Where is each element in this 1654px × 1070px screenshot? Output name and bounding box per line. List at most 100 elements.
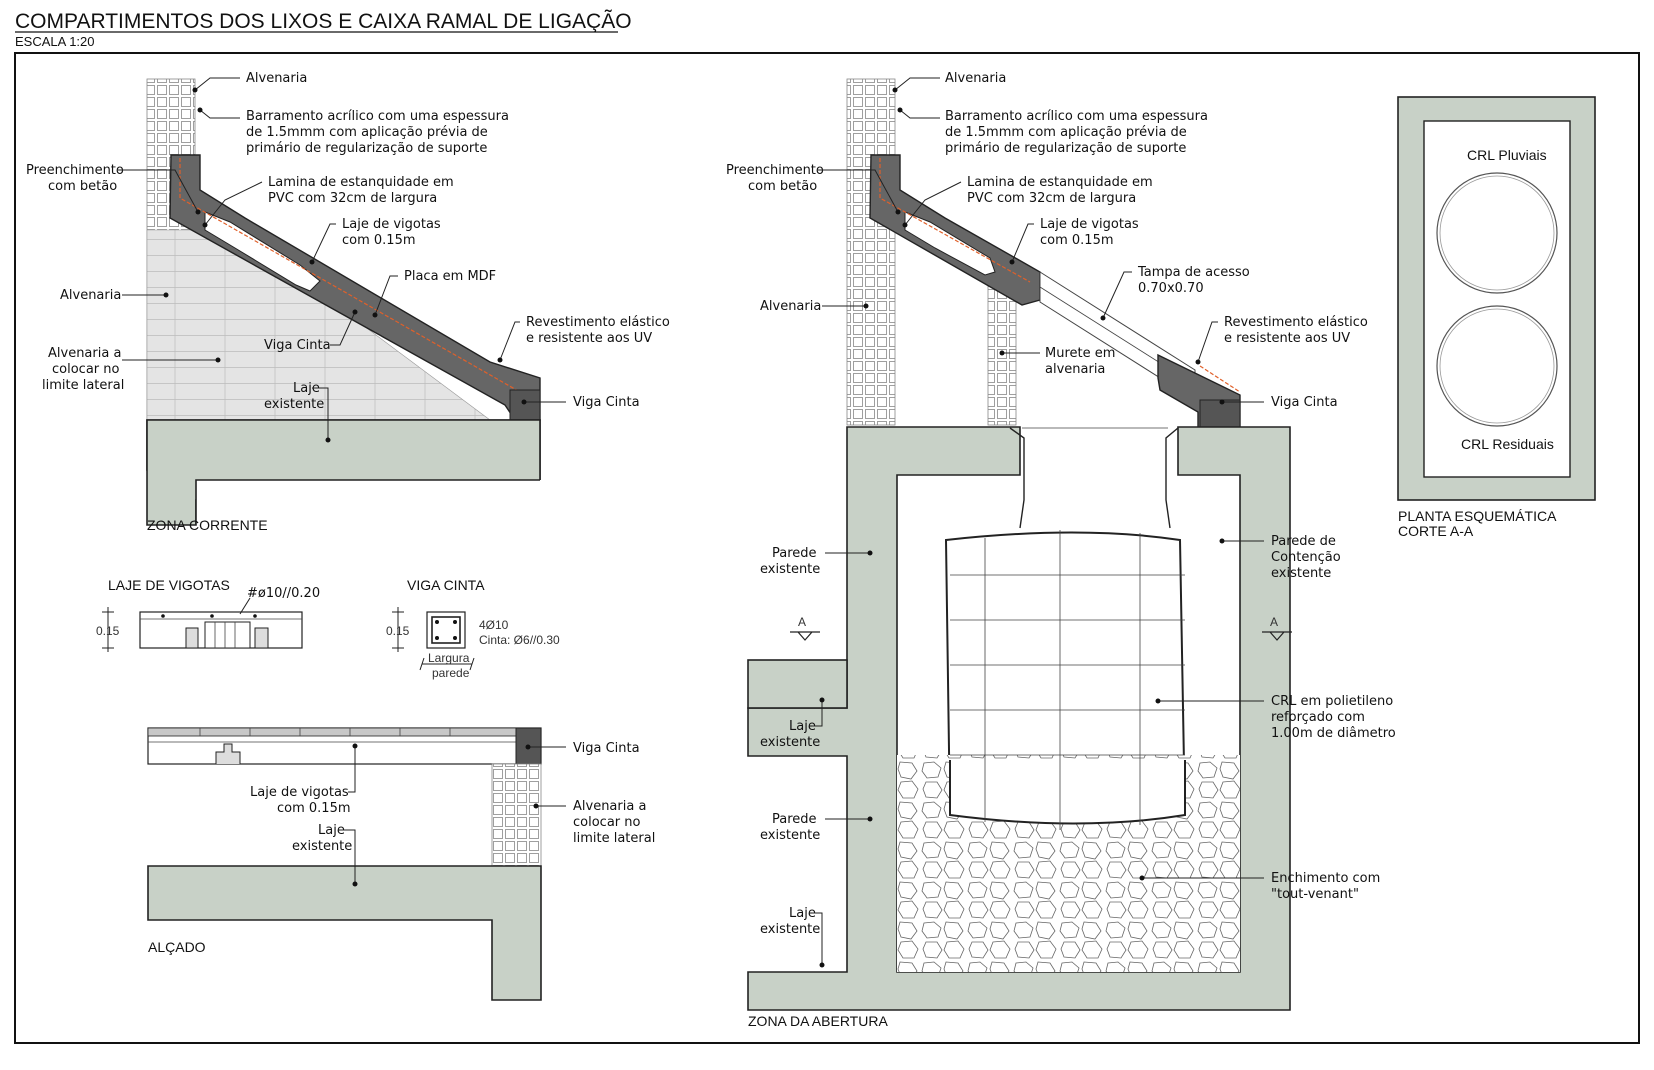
detail-viga-cinta: VIGA CINTA 4Ø10 Cinta: Ø6//0.30 0.15 Lar… bbox=[386, 577, 560, 680]
ring-beam-section bbox=[426, 611, 466, 649]
label-ab-barramento-3: primário de regularização de suporte bbox=[945, 141, 1186, 156]
label-alcado-viga-cinta: Viga Cinta bbox=[573, 741, 640, 756]
label-crl-2: reforçado com bbox=[1271, 710, 1365, 725]
dim-viga-cinta: 0.15 bbox=[386, 624, 410, 638]
label-parede-existente-1a: Parede bbox=[772, 546, 817, 561]
label-ab-laje-vigotas-1: Laje de vigotas bbox=[1040, 217, 1139, 232]
dim-laje-vigotas: 0.15 bbox=[96, 624, 120, 638]
section-mark-left: A bbox=[798, 615, 806, 629]
label-barramento-3: primário de regularização de suporte bbox=[246, 141, 487, 156]
label-revestimento-2: e resistente aos UV bbox=[526, 331, 652, 346]
tank-neck bbox=[1009, 427, 1179, 529]
existing-slab-side bbox=[747, 659, 848, 709]
sheet-border bbox=[14, 52, 1640, 1044]
label-revestimento-1: Revestimento elástico bbox=[526, 315, 670, 330]
label-ab-barramento-1: Barramento acrílico com uma espessura bbox=[945, 109, 1208, 124]
label-ab-revestimento-2: e resistente aos UV bbox=[1224, 331, 1350, 346]
label-alcado-laje-vigotas-1: Laje de vigotas bbox=[250, 785, 349, 800]
label-ab-laje-existente-1b: existente bbox=[760, 735, 820, 750]
label-barramento-2: de 1.5mmm com aplicação prévia de bbox=[246, 125, 488, 140]
opening-masonry-wall bbox=[846, 78, 896, 426]
label-alvenaria-lateral-3: limite lateral bbox=[42, 378, 124, 393]
label-rebar-laje: #ø10//0.20 bbox=[247, 586, 320, 601]
crl-residuais-circle bbox=[1436, 305, 1558, 427]
label-alvenaria-top: Alvenaria bbox=[246, 71, 307, 86]
label-laje-existente-1: Laje bbox=[293, 381, 320, 396]
label-laje-vigotas-1: Laje de vigotas bbox=[342, 217, 441, 232]
label-ab-viga-cinta: Viga Cinta bbox=[1271, 395, 1338, 410]
label-ab-revestimento-1: Revestimento elástico bbox=[1224, 315, 1368, 330]
label-placa-mdf: Placa em MDF bbox=[404, 269, 496, 284]
section-mark-right: A bbox=[1270, 615, 1278, 629]
label-largura-1: Largura bbox=[428, 651, 470, 665]
tank-ribs bbox=[984, 530, 1141, 830]
label-alcado-alvenaria-3: limite lateral bbox=[573, 831, 655, 846]
label-parede-contencao-1: Parede de bbox=[1271, 534, 1336, 549]
label-alvenaria-lateral-1: Alvenaria a bbox=[48, 346, 121, 361]
label-crl-3: 1.00m de diâmetro bbox=[1271, 726, 1396, 741]
label-ab-laje-existente-1a: Laje bbox=[789, 719, 816, 734]
label-alvenaria-lateral-2: colocar no bbox=[52, 362, 119, 377]
label-laje-vigotas-2: com 0.15m bbox=[342, 233, 416, 248]
label-ab-alvenaria-top: Alvenaria bbox=[945, 71, 1006, 86]
section-marks: A A bbox=[790, 615, 1292, 641]
label-laje-existente-2: existente bbox=[264, 397, 324, 412]
label-ab-laje-existente-2b: existente bbox=[760, 922, 820, 937]
label-tampa-2: 0.70x0.70 bbox=[1138, 281, 1204, 296]
label-ab-barramento-2: de 1.5mmm com aplicação prévia de bbox=[945, 125, 1187, 140]
label-preenchimento-1: Preenchimento bbox=[26, 163, 124, 178]
label-lamina-1: Lamina de estanquidade em bbox=[268, 175, 454, 190]
label-alcado-laje-existente-2: existente bbox=[292, 839, 352, 854]
label-ab-alvenaria-left: Alvenaria bbox=[760, 299, 821, 314]
label-murete-1: Murete em bbox=[1045, 346, 1115, 361]
label-barramento-1: Barramento acrílico com uma espessura bbox=[246, 109, 509, 124]
label-alcado-alvenaria-1: Alvenaria a bbox=[573, 799, 646, 814]
label-crl-1: CRL em polietileno bbox=[1271, 694, 1393, 709]
label-lamina-2: PVC com 32cm de largura bbox=[268, 191, 437, 206]
label-parede-existente-2a: Parede bbox=[772, 812, 817, 827]
label-tampa-1: Tampa de acesso bbox=[1137, 265, 1250, 280]
label-viga-cinta-inner: Viga Cinta bbox=[264, 338, 331, 353]
caption-alcado: ALÇADO bbox=[148, 939, 206, 955]
caption-planta-1: PLANTA ESQUEMÁTICA bbox=[1398, 508, 1557, 524]
caption-laje-vigotas: LAJE DE VIGOTAS bbox=[108, 577, 230, 593]
labels-alcado: Viga Cinta Laje de vigotas com 0.15m Laj… bbox=[250, 741, 655, 887]
detail-laje-vigotas: LAJE DE VIGOTAS #ø10//0.20 0.15 bbox=[96, 577, 320, 652]
label-ab-preenchimento-2: com betão bbox=[748, 179, 817, 194]
label-alcado-alvenaria-2: colocar no bbox=[573, 815, 640, 830]
caption-zona-corrente: ZONA CORRENTE bbox=[147, 517, 268, 533]
drawing-scale: ESCALA 1:20 bbox=[15, 34, 95, 49]
containment-walls bbox=[747, 426, 1291, 1011]
label-ab-laje-existente-2a: Laje bbox=[789, 906, 816, 921]
label-enchimento-2: "tout-venant" bbox=[1271, 887, 1359, 902]
label-ab-laje-vigotas-2: com 0.15m bbox=[1040, 233, 1114, 248]
opening-joist-blocks bbox=[904, 211, 996, 276]
label-alcado-laje-existente-1: Laje bbox=[318, 823, 345, 838]
label-viga-cinta: Viga Cinta bbox=[573, 395, 640, 410]
elevation-existing-slab bbox=[147, 865, 542, 1001]
label-alvenaria-left: Alvenaria bbox=[60, 288, 121, 303]
label-enchimento-1: Enchimento com bbox=[1271, 871, 1380, 886]
crl-pluviais-circle bbox=[1436, 172, 1558, 294]
joist-blocks bbox=[204, 211, 321, 292]
label-rebar-viga: 4Ø10 bbox=[479, 618, 509, 632]
ring-beam bbox=[509, 389, 541, 421]
label-murete-2: alvenaria bbox=[1045, 362, 1105, 377]
label-alcado-laje-vigotas-2: com 0.15m bbox=[277, 801, 351, 816]
labels-zona-corrente: Alvenaria Barramento acrílico com uma es… bbox=[26, 71, 670, 443]
label-ab-preenchimento-1: Preenchimento bbox=[726, 163, 824, 178]
label-ab-lamina-1: Lamina de estanquidade em bbox=[967, 175, 1153, 190]
labels-zona-abertura: Alvenaria Barramento acrílico com uma es… bbox=[726, 71, 1396, 968]
label-preenchimento-2: com betão bbox=[48, 179, 117, 194]
label-largura-2: parede bbox=[432, 666, 470, 680]
caption-zona-abertura: ZONA DA ABERTURA bbox=[748, 1013, 888, 1029]
drawing-title: COMPARTIMENTOS DOS LIXOS E CAIXA RAMAL D… bbox=[15, 9, 632, 33]
section-planta: CRL Pluviais CRL Residuais PLANTA ESQUEM… bbox=[1397, 96, 1596, 539]
label-ab-lamina-2: PVC com 32cm de largura bbox=[967, 191, 1136, 206]
label-stirrups-viga: Cinta: Ø6//0.30 bbox=[479, 633, 560, 647]
opening-ring-beam bbox=[1199, 399, 1241, 429]
plan-pit bbox=[1423, 120, 1571, 478]
label-parede-existente-1b: existente bbox=[760, 562, 820, 577]
section-zona-corrente: ZONA CORRENTE bbox=[146, 78, 541, 533]
